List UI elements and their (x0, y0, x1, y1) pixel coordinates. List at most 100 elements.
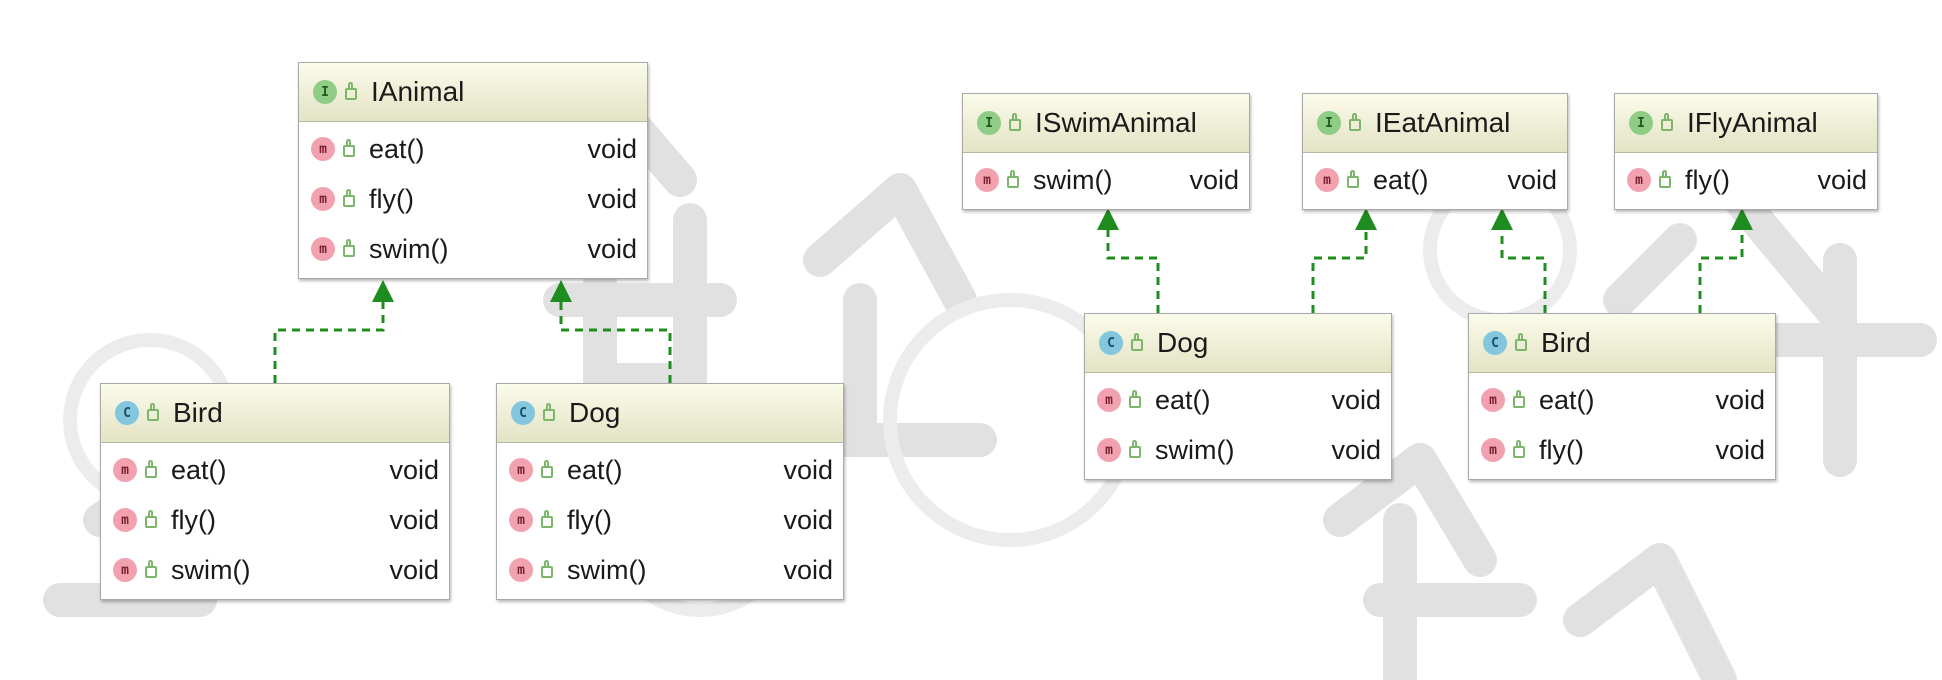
class-name: Bird (173, 397, 223, 428)
method-badge-icon: m (1481, 388, 1505, 412)
arrowhead-icon (372, 280, 394, 302)
public-lock-icon (1347, 170, 1359, 188)
method-row[interactable]: m swim() void (1085, 425, 1391, 475)
method-name: fly() (567, 504, 612, 535)
method-return-type: void (587, 233, 637, 264)
public-lock-icon (145, 510, 157, 528)
method-row[interactable]: m fly() void (299, 174, 647, 224)
method-name: eat() (1155, 384, 1211, 415)
arrowhead-icon (550, 280, 572, 302)
dashed-connector (1500, 228, 1547, 313)
public-lock-icon (1349, 113, 1361, 131)
method-row[interactable]: m eat() void (1303, 155, 1567, 205)
interface-badge-icon: I (1317, 111, 1341, 135)
method-badge-icon: m (113, 508, 137, 532)
method-row[interactable]: m swim() void (497, 545, 843, 595)
method-row[interactable]: m fly() void (497, 495, 843, 545)
interface-name: IEatAnimal (1375, 107, 1511, 138)
method-row[interactable]: m swim() void (101, 545, 449, 595)
method-return-type: void (587, 183, 637, 214)
interface-badge-icon: I (1629, 111, 1653, 135)
method-row[interactable]: m eat() void (299, 124, 647, 174)
method-return-type: void (587, 133, 637, 164)
method-return-type: void (389, 454, 439, 485)
method-name: fly() (1539, 434, 1584, 465)
method-name: fly() (369, 183, 414, 214)
class-bird-right[interactable]: C Bird m eat() void m fly() void (1468, 313, 1776, 480)
method-return-type: void (1331, 384, 1381, 415)
method-name: eat() (171, 454, 227, 485)
public-lock-icon (145, 460, 157, 478)
method-badge-icon: m (113, 558, 137, 582)
interface-ieatanimal-header[interactable]: I IEatAnimal (1303, 94, 1567, 153)
method-badge-icon: m (1315, 168, 1339, 192)
method-row[interactable]: m fly() void (1615, 155, 1877, 205)
interface-ianimal[interactable]: I IAnimal m eat() void m fly() void m sw… (298, 62, 648, 279)
method-row[interactable]: m fly() void (1469, 425, 1775, 475)
public-lock-icon (1513, 440, 1525, 458)
class-dog-header[interactable]: C Dog (1085, 314, 1391, 373)
method-return-type: void (1715, 434, 1765, 465)
public-lock-icon (1131, 333, 1143, 351)
public-lock-icon (541, 510, 553, 528)
implements-arrow-dog-ianimal (550, 280, 672, 383)
dashed-connector (1698, 228, 1744, 313)
interface-iflyanimal-header[interactable]: I IFlyAnimal (1615, 94, 1877, 153)
method-badge-icon: m (1097, 388, 1121, 412)
class-bird-header[interactable]: C Bird (1469, 314, 1775, 373)
method-row[interactable]: m eat() void (101, 445, 449, 495)
public-lock-icon (1129, 440, 1141, 458)
method-badge-icon: m (311, 187, 335, 211)
public-lock-icon (1513, 390, 1525, 408)
method-return-type: void (389, 504, 439, 535)
method-badge-icon: m (1097, 438, 1121, 462)
method-row[interactable]: m swim() void (299, 224, 647, 274)
arrowhead-icon (1355, 208, 1377, 230)
class-bird-left[interactable]: C Bird m eat() void m fly() void m swim(… (100, 383, 450, 600)
method-name: eat() (1373, 164, 1429, 195)
interface-ianimal-header[interactable]: I IAnimal (299, 63, 647, 122)
method-row[interactable]: m swim() void (963, 155, 1249, 205)
public-lock-icon (343, 239, 355, 257)
method-name: fly() (1685, 164, 1730, 195)
interface-ieatanimal[interactable]: I IEatAnimal m eat() void (1302, 93, 1568, 210)
class-dog-left[interactable]: C Dog m eat() void m fly() void m swim()… (496, 383, 844, 600)
public-lock-icon (1515, 333, 1527, 351)
method-badge-icon: m (1481, 438, 1505, 462)
method-row[interactable]: m eat() void (1469, 375, 1775, 425)
class-bird-header[interactable]: C Bird (101, 384, 449, 443)
method-return-type: void (783, 554, 833, 585)
method-name: fly() (171, 504, 216, 535)
public-lock-icon (1661, 113, 1673, 131)
class-badge-icon: C (1483, 331, 1507, 355)
public-lock-icon (343, 139, 355, 157)
implements-arrow-bird-iflyanimal (1698, 208, 1753, 313)
interface-name: IFlyAnimal (1687, 107, 1818, 138)
public-lock-icon (1007, 170, 1019, 188)
method-return-type: void (389, 554, 439, 585)
class-badge-icon: C (1099, 331, 1123, 355)
implements-arrow-dog-ieatanimal (1311, 208, 1377, 313)
method-row[interactable]: m fly() void (101, 495, 449, 545)
method-row[interactable]: m eat() void (497, 445, 843, 495)
interface-iswimanimal-header[interactable]: I ISwimAnimal (963, 94, 1249, 153)
method-return-type: void (1507, 164, 1557, 195)
interface-name: IAnimal (371, 76, 465, 107)
method-return-type: void (1715, 384, 1765, 415)
method-name: swim() (567, 554, 647, 585)
public-lock-icon (343, 189, 355, 207)
method-return-type: void (783, 504, 833, 535)
interface-iswimanimal[interactable]: I ISwimAnimal m swim() void (962, 93, 1250, 210)
class-badge-icon: C (115, 401, 139, 425)
interface-iflyanimal[interactable]: I IFlyAnimal m fly() void (1614, 93, 1878, 210)
implements-arrow-bird-ianimal (273, 280, 394, 383)
public-lock-icon (1129, 390, 1141, 408)
method-row[interactable]: m eat() void (1085, 375, 1391, 425)
method-badge-icon: m (509, 458, 533, 482)
dashed-connector (1106, 228, 1160, 313)
public-lock-icon (147, 403, 159, 421)
method-name: swim() (1155, 434, 1235, 465)
class-dog-header[interactable]: C Dog (497, 384, 843, 443)
class-dog-right[interactable]: C Dog m eat() void m swim() void (1084, 313, 1392, 480)
method-name: swim() (171, 554, 251, 585)
